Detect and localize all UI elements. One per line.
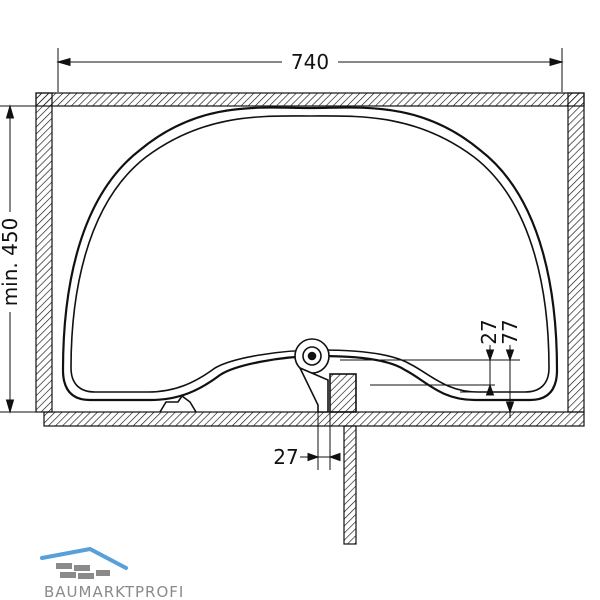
hinge-block bbox=[329, 373, 357, 413]
logo-roof-icon bbox=[40, 546, 128, 570]
cabinet-walls bbox=[35, 92, 585, 545]
logo-wordmark: BAUMARKTPROFI bbox=[44, 583, 184, 600]
neighbour-side-panel bbox=[343, 425, 357, 545]
cabinet-top-panel bbox=[35, 92, 585, 107]
dimension-width-label: 740 bbox=[291, 50, 329, 74]
dimension-depth-label: min. 450 bbox=[0, 218, 22, 307]
baumarktprofi-logo: BAUMARKTPROFI bbox=[40, 546, 184, 600]
pivot-bracket bbox=[298, 366, 329, 413]
cabinet-left-panel bbox=[35, 92, 53, 413]
dimension-bottom-27-label: 27 bbox=[273, 445, 298, 469]
pivot-mechanism bbox=[294, 338, 357, 413]
shelf-foot bbox=[159, 394, 197, 413]
pivot-hub-center bbox=[307, 351, 317, 361]
dimension-lines bbox=[0, 48, 564, 470]
dimension-offset-77-label: 77 bbox=[498, 319, 522, 344]
cabinet-bottom-panel bbox=[43, 411, 585, 427]
dimension-offset-27-label: 27 bbox=[477, 319, 501, 344]
cabinet-right-panel bbox=[567, 92, 585, 413]
